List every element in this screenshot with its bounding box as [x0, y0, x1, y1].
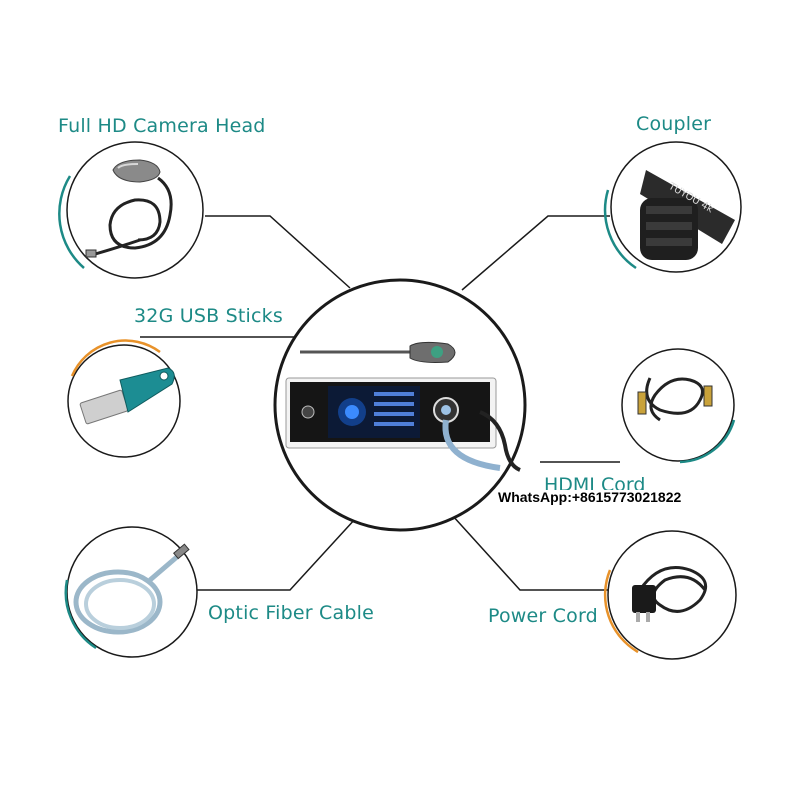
connector-power — [451, 514, 610, 591]
power-cord-label: Power Cord — [488, 605, 598, 627]
connector-optic — [180, 517, 357, 591]
central-device — [273, 278, 527, 532]
hdmi-item — [621, 348, 736, 464]
optic-fiber-label: Optic Fiber Cable — [208, 602, 374, 624]
camera-head-item — [58, 141, 204, 279]
usb-item — [67, 339, 181, 458]
coupler-item: TUYOU 4k — [603, 141, 742, 273]
connector-lines — [140, 215, 620, 591]
coupler-label: Coupler — [636, 113, 712, 135]
camera-head-label: Full HD Camera Head — [58, 115, 266, 137]
hdmi-cord-label: HDMI Cord — [544, 474, 646, 490]
connector-camera — [205, 215, 351, 289]
optic-fiber-item — [64, 526, 198, 658]
connector-coupler — [461, 215, 610, 291]
usb-sticks-label: 32G USB Sticks — [134, 305, 283, 327]
power-cord-item — [603, 530, 737, 660]
whatsapp-contact: WhatsApp:+8615773021822 — [498, 489, 682, 505]
